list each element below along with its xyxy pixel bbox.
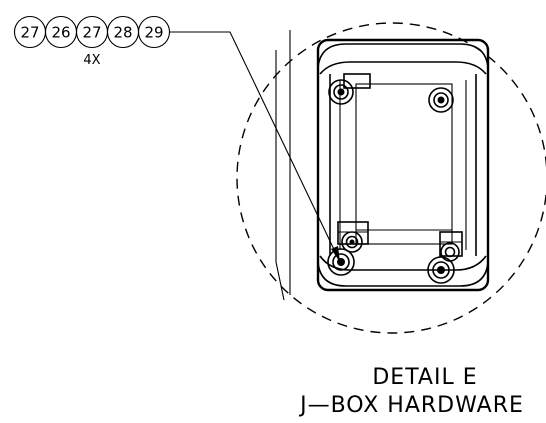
nut-upper-left xyxy=(328,79,354,105)
detail-subtitle: J—BOX HARDWARE xyxy=(298,393,524,418)
panel-edge xyxy=(275,30,291,301)
nut-lower-right xyxy=(427,256,455,284)
upper-left-bracket xyxy=(343,73,371,89)
balloon-label: 28 xyxy=(113,24,132,42)
balloon-label: 27 xyxy=(82,24,101,42)
balloon-label: 26 xyxy=(51,24,70,42)
item-balloon: 27 xyxy=(13,15,47,49)
nut-lower-left xyxy=(327,248,355,276)
item-balloon: 26 xyxy=(44,15,78,49)
nut-middle-right xyxy=(440,242,460,262)
item-balloon: 29 xyxy=(137,15,171,49)
item-balloons: 27 26 27 28 29 4X xyxy=(13,15,171,68)
detail-title: DETAIL E xyxy=(372,365,477,390)
balloon-label: 29 xyxy=(144,24,163,42)
nut-middle-left xyxy=(341,231,363,253)
nut-upper-right xyxy=(428,87,454,113)
item-balloon: 28 xyxy=(106,15,140,49)
balloon-label: 27 xyxy=(20,24,39,42)
item-balloon: 27 xyxy=(75,15,109,49)
quantity-label: 4X xyxy=(83,53,100,68)
detail-boundary xyxy=(236,22,546,334)
leader-line xyxy=(170,31,341,263)
